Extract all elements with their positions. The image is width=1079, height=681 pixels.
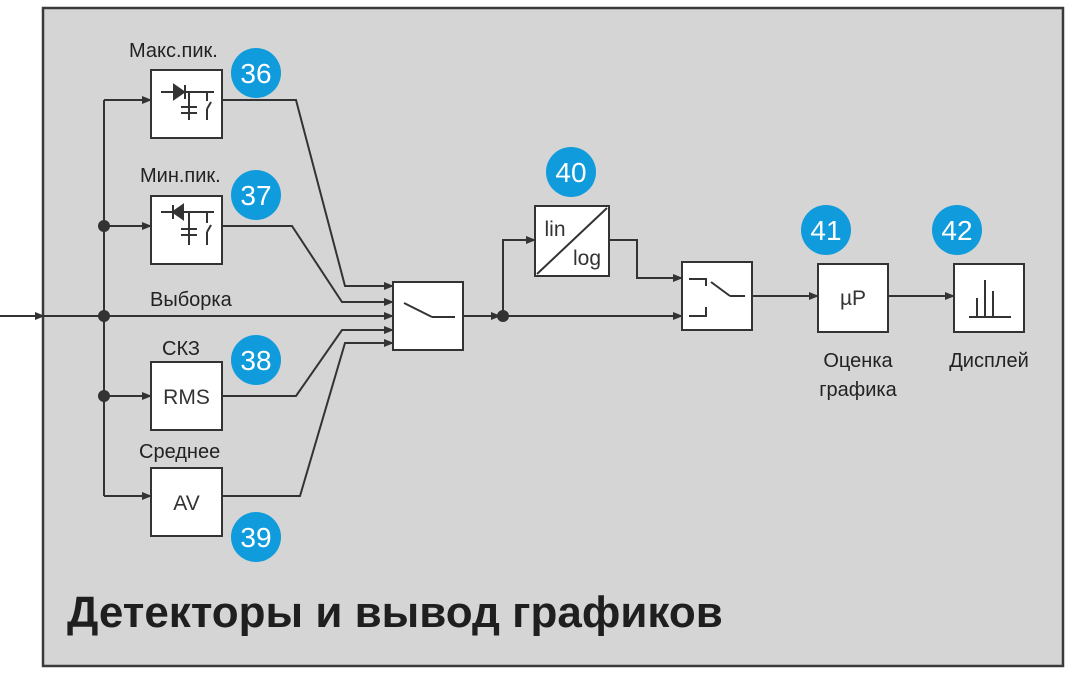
lin-label: lin [544, 218, 565, 241]
rms-group-label: СКЗ [162, 338, 200, 360]
badge-40: 40 [546, 147, 596, 197]
lin-log-block: lin log [534, 205, 610, 277]
peak-detector-icon [161, 203, 214, 245]
scale-switch-block [681, 261, 753, 331]
min-peak-detector-block [150, 195, 223, 265]
switch-icon [689, 278, 745, 317]
switch-icon [403, 302, 455, 318]
badge-39-text: 39 [240, 522, 271, 553]
min-peak-label: Мин.пик. [140, 165, 221, 187]
peak-detector-icon [161, 83, 214, 120]
graph-eval-label-line2: графика [819, 379, 897, 401]
badge-36: 36 [231, 48, 281, 98]
rms-block: RMS [150, 361, 223, 431]
max-peak-detector-block [150, 69, 223, 139]
badge-38-text: 38 [240, 345, 271, 376]
microprocessor-label: µP [840, 287, 866, 310]
junction-dot [98, 390, 110, 402]
sample-label: Выборка [150, 289, 233, 311]
graph-eval-label-line1: Оценка [823, 350, 893, 372]
lin-log-divider [536, 207, 608, 275]
diagram-title: Детекторы и вывод графиков [67, 588, 723, 637]
junction-dot [98, 310, 110, 322]
rms-block-label: RMS [163, 386, 210, 409]
badge-37-text: 37 [240, 180, 271, 211]
max-peak-label: Макс.пик. [129, 40, 218, 62]
display-label: Дисплей [949, 350, 1029, 372]
log-label: log [573, 247, 601, 270]
badge-36-text: 36 [240, 58, 271, 89]
average-label: Среднее [139, 441, 220, 463]
badge-37: 37 [231, 170, 281, 220]
display-block [953, 263, 1025, 333]
badge-42-text: 42 [941, 215, 972, 246]
spectrum-icon [969, 280, 1011, 318]
badge-42: 42 [932, 205, 982, 255]
junction-dot [98, 220, 110, 232]
microprocessor-block: µP [817, 263, 889, 333]
badge-38: 38 [231, 335, 281, 385]
av-block: AV [150, 467, 223, 537]
badge-40-text: 40 [555, 157, 586, 188]
badge-39: 39 [231, 512, 281, 562]
junction-dot [497, 310, 509, 322]
detector-switch-block [392, 281, 464, 351]
av-block-label: AV [173, 492, 199, 515]
badge-41: 41 [801, 205, 851, 255]
badge-41-text: 41 [810, 215, 841, 246]
